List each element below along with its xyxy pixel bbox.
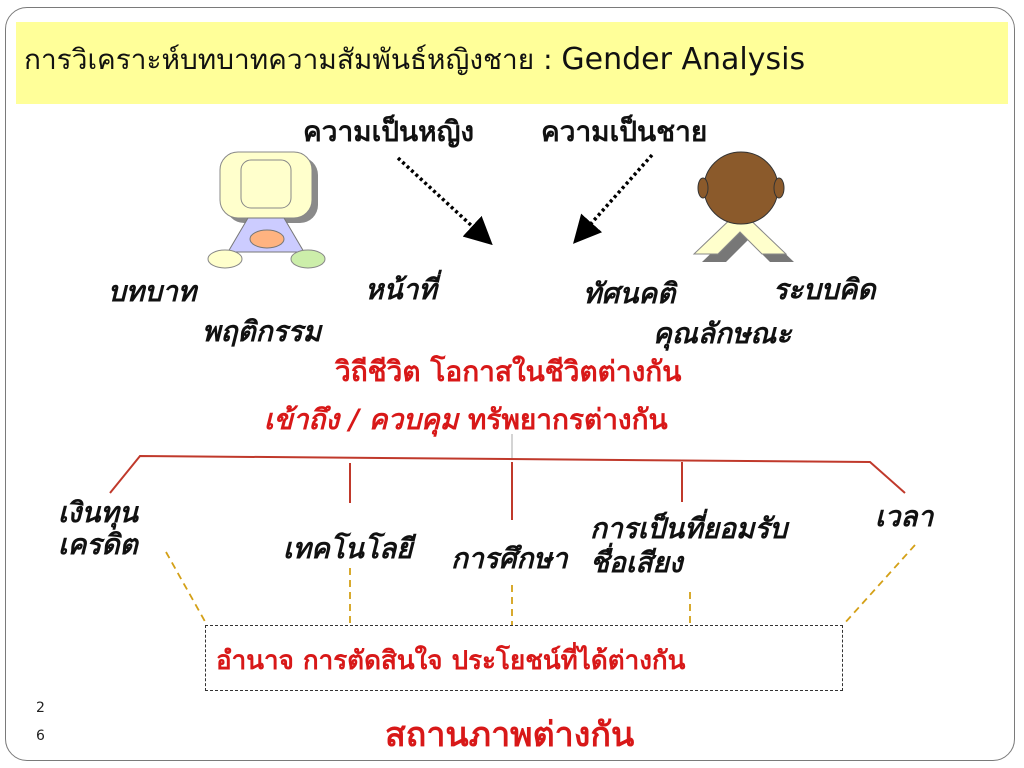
education-label: การศึกษา (451, 542, 568, 575)
title-bar (16, 22, 1008, 104)
power-box (205, 625, 843, 691)
slide-title: การวิเคราะห์บทบาทความสัมพันธ์หญิงชาย : G… (24, 42, 806, 77)
power-connectors (165, 544, 916, 626)
lifestyle-label: วิถีชีวิต โอกาสในชีวิตต่างกัน (335, 355, 682, 388)
capital-label: เงินทุนเครดิต (58, 496, 138, 561)
conclusion-label: สถานภาพต่างกัน (385, 715, 635, 755)
resource-access-label: เข้าถึง / ควบคุม ทรัพยากรต่างกัน (264, 403, 668, 436)
time-label: เวลา (875, 500, 934, 533)
page-number-bottom: 6 (36, 728, 45, 744)
duty-label: หน้าที่ (365, 273, 437, 306)
characteristics-label: คุณลักษณะ (653, 317, 792, 350)
male-figure-icon (692, 151, 794, 262)
recognition-label: การเป็นที่ยอมรับชื่อเสียง (590, 512, 788, 579)
masculinity-arrow (573, 153, 654, 244)
attitude-label: ทัศนคติ (583, 277, 676, 310)
female-figure-icon (207, 151, 326, 269)
thinking-system-label: ระบบคิด (773, 273, 876, 306)
technology-label: เทคโนโลยี (283, 532, 413, 565)
resource-tree (109, 454, 906, 520)
masculinity-label: ความเป็นชาย (541, 115, 708, 148)
behavior-label: พฤติกรรม (202, 315, 322, 348)
slide-frame (5, 7, 1015, 761)
power-box-text: อำนาจ การตัดสินใจ ประโยชน์ที่ได้ต่างกัน (216, 646, 686, 676)
role-label: บทบาท (108, 275, 197, 308)
femininity-label: ความเป็นหญิง (303, 115, 475, 148)
page-number-top: 2 (36, 700, 45, 716)
femininity-arrow (396, 156, 493, 246)
